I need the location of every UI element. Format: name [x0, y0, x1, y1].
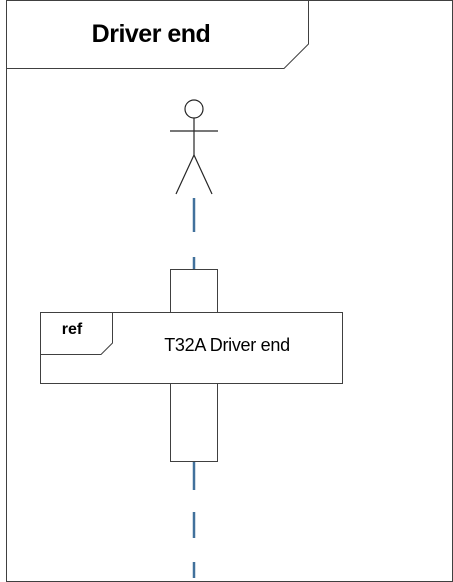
frame-border	[6, 0, 453, 582]
ref-tag-label: ref	[61, 321, 83, 338]
ref-tag-outline	[40, 312, 113, 355]
frame-title: Driver end	[91, 19, 211, 48]
stick-figure-icon	[170, 99, 218, 195]
ref-label: T32A Driver end	[164, 334, 290, 355]
frame-title-tab	[6, 0, 309, 69]
